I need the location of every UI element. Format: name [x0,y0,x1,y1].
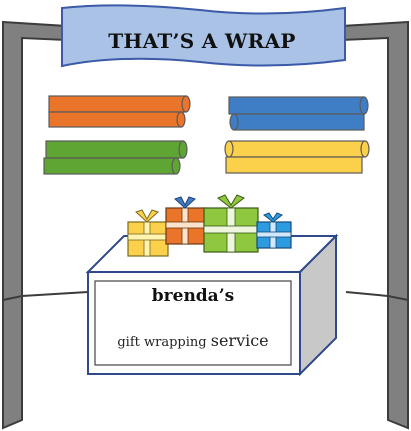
gift-box-icon [256,212,292,249]
wrapping-paper-roll-icon [43,140,188,175]
sign-subtitle: gift wrapping service [95,331,291,355]
sign-subtitle-small: gift wrapping [117,335,207,350]
gift-box-icon [127,209,169,257]
banner-title: THAT’S A WRAP [108,29,296,53]
booth-floor-left-line [2,295,23,301]
sign-subtitle-large: service [210,331,269,350]
gift-box-icon [203,194,259,253]
banner [61,4,346,68]
wrapping-paper-roll-icon [224,140,370,174]
gift-box-icon [165,196,207,245]
sign-panel [94,280,292,366]
wrapping-paper-roll-icon [228,96,369,131]
table [85,233,339,377]
booth-right-wall [341,20,409,430]
booth-left-wall [2,20,67,430]
sign-business-name: brenda’s [151,286,235,306]
wrapping-paper-roll-icon [48,95,191,128]
booth-back-floor-left [21,291,89,297]
booth-floor-right-line [387,295,409,301]
booth-back-floor-right [345,291,389,297]
